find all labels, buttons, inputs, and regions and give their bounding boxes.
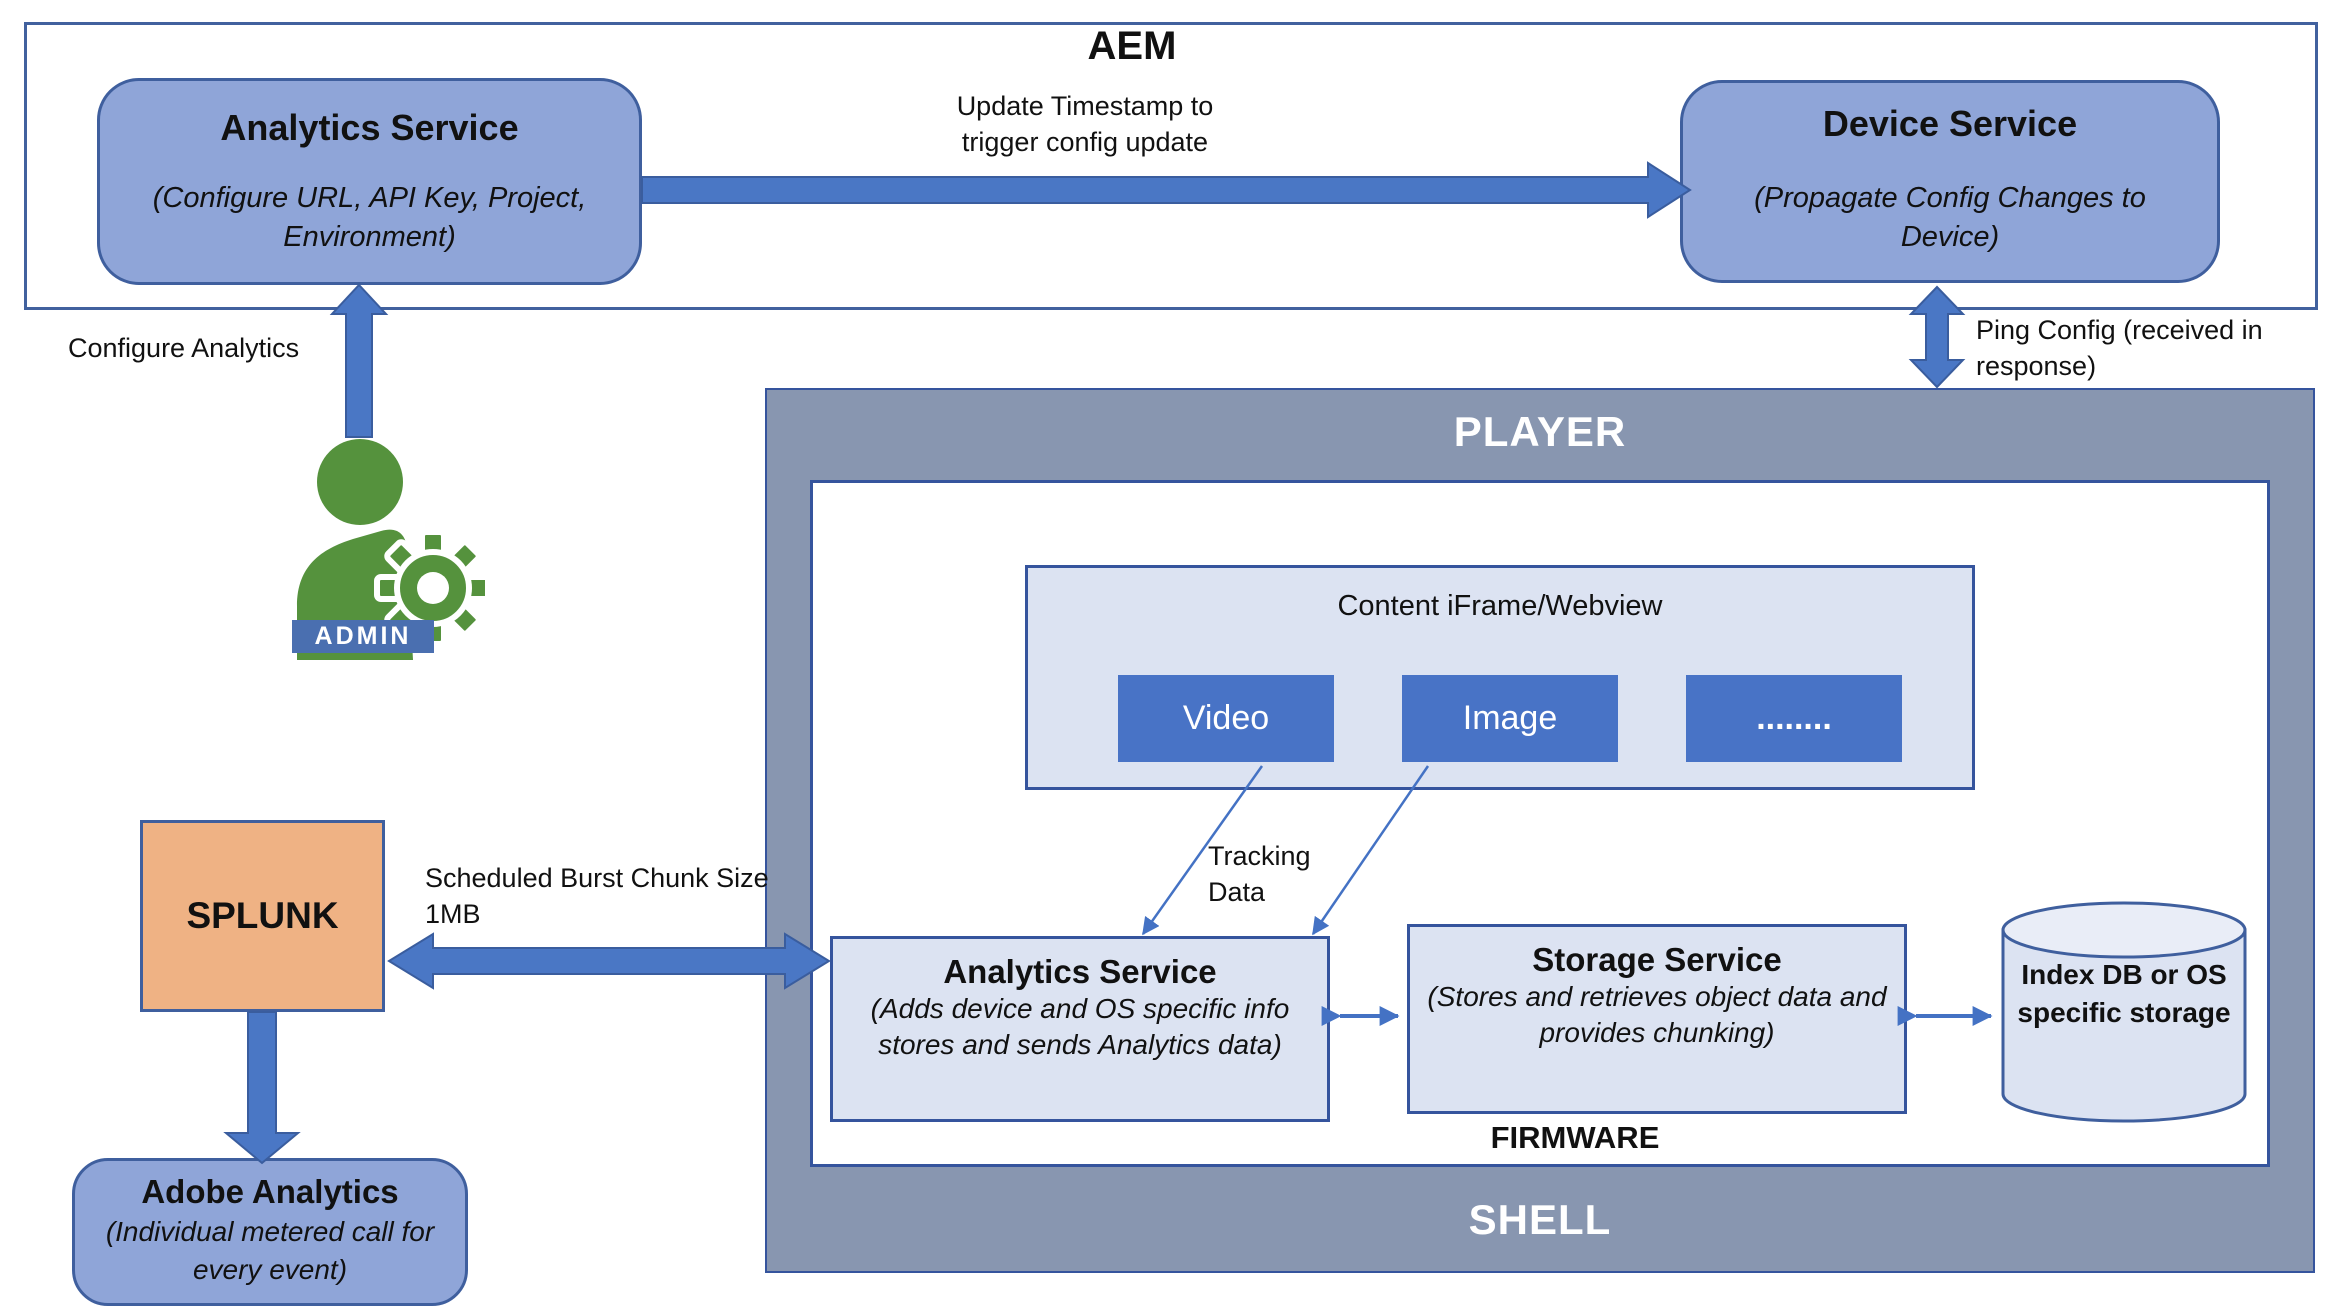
scheduled-burst-label: Scheduled Burst Chunk Size 1MB — [425, 863, 769, 930]
player-title: PLAYER — [1453, 408, 1627, 455]
video-button[interactable]: Video — [1118, 675, 1334, 762]
admin-head — [317, 439, 403, 525]
content-iframe-title: Content iFrame/Webview — [1337, 590, 1663, 622]
splunk-box: SPLUNK — [140, 820, 385, 1012]
ping-config-label: Ping Config (received in response) — [1976, 315, 2263, 382]
storage-service-box: Storage Service (Stores and retrieves ob… — [1407, 924, 1907, 1114]
aem-analytics-service-title: Analytics Service — [220, 107, 519, 148]
configure-analytics-label: Configure Analytics — [68, 333, 300, 363]
gear-icon — [374, 529, 485, 647]
shell-label: SHELL — [1468, 1196, 1612, 1243]
admin-label: ADMIN — [292, 620, 434, 653]
splunk-to-adobe-arrow — [223, 1011, 301, 1165]
image-button[interactable]: Image — [1402, 675, 1618, 762]
more-content-button[interactable]: ........ — [1686, 675, 1902, 762]
splunk-title: SPLUNK — [186, 895, 339, 936]
aem-title: AEM — [1087, 24, 1177, 68]
player-analytics-service-box: Analytics Service (Adds device and OS sp… — [830, 936, 1330, 1122]
player-analytics-service-subtitle: (Adds device and OS specific info stores… — [870, 993, 1290, 1061]
device-service-title: Device Service — [1822, 103, 2078, 144]
admin-user-icon — [297, 439, 485, 660]
index-db-label: Index DB or OS specific storage — [2017, 959, 2231, 1028]
adobe-analytics-subtitle: (Individual metered call for every event… — [105, 1216, 435, 1285]
storage-service-subtitle: (Stores and retrieves object data and pr… — [1427, 981, 1887, 1049]
firmware-label: FIRMWARE — [1490, 1120, 1660, 1155]
scheduled-burst-arrow — [387, 932, 831, 990]
storage-service-title: Storage Service — [1532, 941, 1782, 978]
update-timestamp-label: Update Timestamp to trigger config updat… — [956, 91, 1214, 158]
database-cylinder-icon — [2001, 901, 2247, 1123]
adobe-analytics-title: Adobe Analytics — [141, 1173, 399, 1210]
adobe-analytics-box: Adobe Analytics (Individual metered call… — [72, 1158, 468, 1306]
aem-analytics-service-box: Analytics Service (Configure URL, API Ke… — [97, 78, 642, 285]
aem-analytics-service-subtitle: (Configure URL, API Key, Project, Enviro… — [152, 182, 587, 254]
player-analytics-service-title: Analytics Service — [943, 953, 1217, 990]
tracking-data-label: Tracking Data — [1208, 841, 1311, 908]
device-service-box: Device Service (Propagate Config Changes… — [1680, 80, 2220, 283]
device-service-subtitle: (Propagate Config Changes to Device) — [1754, 182, 2146, 254]
